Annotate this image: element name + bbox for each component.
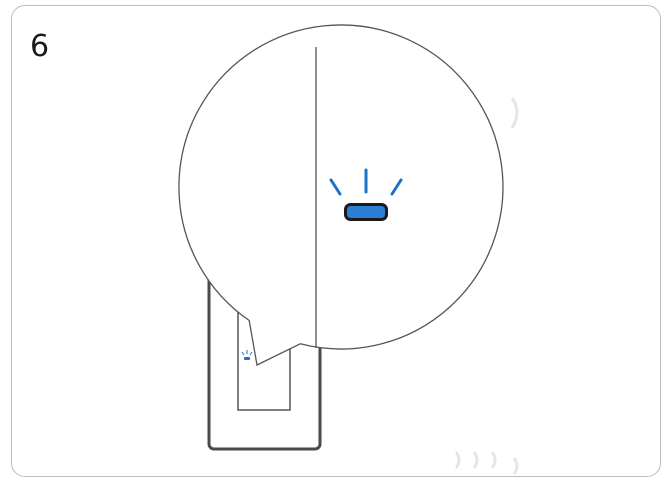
switch-illustration xyxy=(0,0,669,483)
